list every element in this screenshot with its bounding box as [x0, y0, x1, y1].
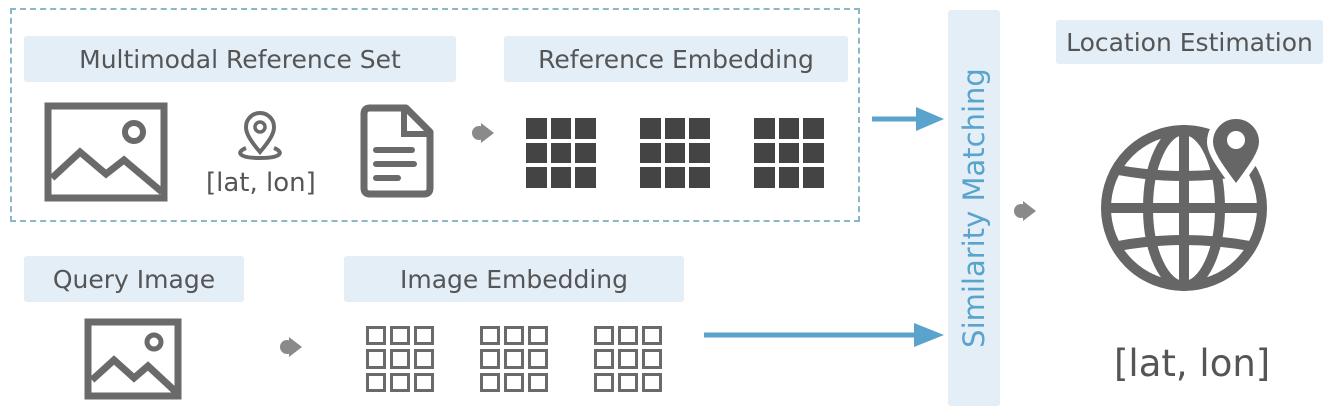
reference-set-label: Multimodal Reference Set	[24, 36, 456, 82]
similarity-matching-label: Similarity Matching	[957, 68, 991, 348]
reference-set-container	[10, 8, 860, 222]
output-coords: [lat, lon]	[1114, 342, 1271, 385]
location-estimation-label: Location Estimation	[1056, 20, 1323, 64]
reference-embedding-label: Reference Embedding	[504, 36, 848, 82]
reference-embedding-grid	[526, 118, 596, 188]
image-embedding-grid	[480, 326, 548, 392]
reference-embedding-grid	[640, 118, 710, 188]
arrow-icon	[1014, 201, 1036, 221]
image-icon	[44, 102, 168, 202]
image-embedding-grid	[366, 326, 434, 392]
image-icon	[84, 318, 182, 400]
similarity-matching-bar	[948, 10, 1000, 406]
globe-pin-icon	[1101, 113, 1267, 291]
document-icon	[360, 104, 434, 198]
reference-coords: [lat, lon]	[206, 168, 316, 198]
arrow-right-icon	[704, 323, 944, 347]
image-embedding-grid	[594, 326, 662, 392]
image-embedding-label: Image Embedding	[344, 256, 684, 302]
arrow-right-icon	[872, 107, 944, 131]
reference-embedding-grid	[754, 118, 824, 188]
location-pin-icon	[238, 111, 282, 161]
arrow-icon	[280, 337, 302, 357]
arrow-icon	[472, 123, 494, 143]
query-image-label: Query Image	[24, 256, 244, 302]
